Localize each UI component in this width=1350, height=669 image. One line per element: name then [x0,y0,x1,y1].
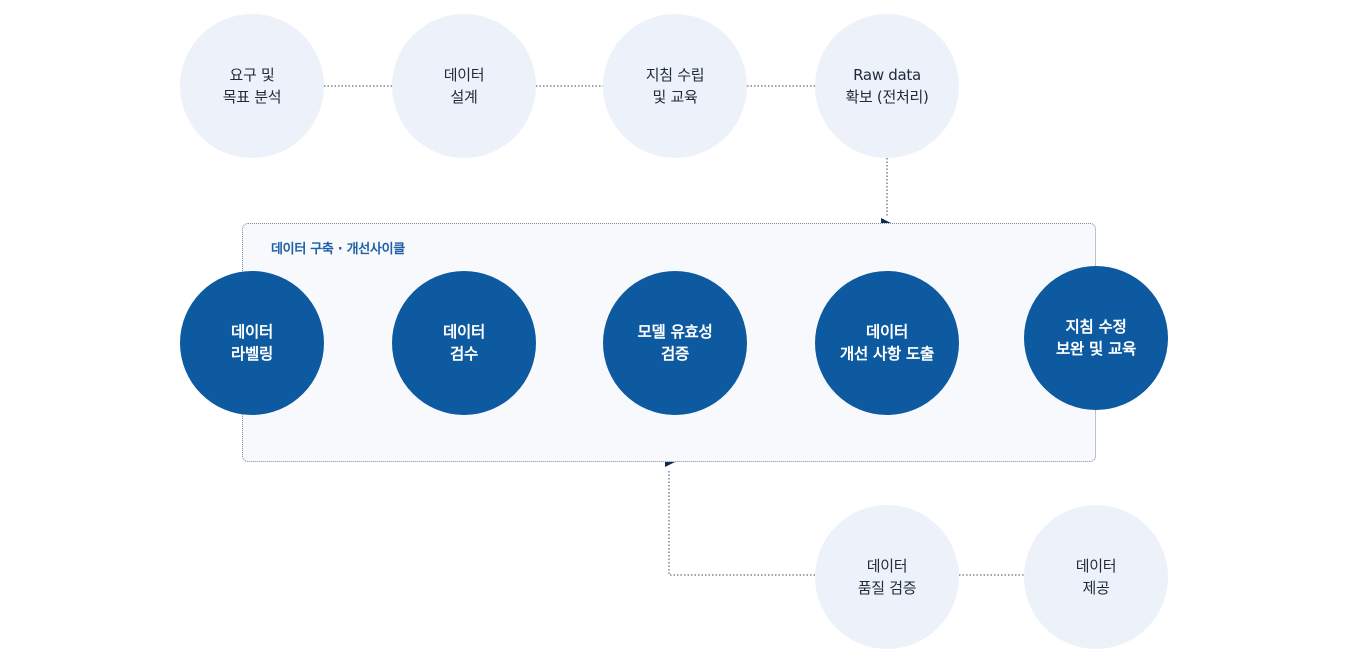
node-label-line1: 데이터 [1075,557,1117,575]
node-label-line2: 보완 및 교육 [1056,340,1136,358]
node-data-design: 데이터 설계 [392,14,536,158]
node-data-inspection: 데이터 검수 [392,271,536,415]
node-label-line2: 라벨링 [231,345,273,363]
node-label-line1: 모델 유효성 [637,323,713,341]
node-guideline-revision: 지침 수정 보완 및 교육 [1024,266,1168,410]
node-data-delivery: 데이터 제공 [1024,505,1168,649]
node-label-line1: Raw data [853,66,921,84]
node-requirements-analysis: 요구 및 목표 분석 [180,14,324,158]
node-label-line2: 개선 사항 도출 [840,345,934,363]
node-label-line1: 데이터 [231,323,273,341]
node-label-line2: 설계 [450,88,478,106]
node-label-line2: 검증 [661,345,689,363]
node-label-line1: 데이터 [866,323,908,341]
node-guideline-setup: 지침 수립 및 교육 [603,14,747,158]
node-model-validation: 모델 유효성 검증 [603,271,747,415]
node-label-line2: 목표 분석 [222,88,282,106]
node-label-line1: 데이터 [443,66,485,84]
node-label-line2: 및 교육 [652,88,698,106]
node-raw-data: Raw data 확보 (전처리) [815,14,959,158]
node-improvement-derivation: 데이터 개선 사항 도출 [815,271,959,415]
node-label-line1: 지침 수정 [1065,318,1127,336]
node-label-line2: 확보 (전처리) [845,88,929,106]
node-label-line2: 품질 검증 [857,579,917,597]
node-quality-verification: 데이터 품질 검증 [815,505,959,649]
node-label-line2: 제공 [1082,579,1110,597]
node-data-labeling: 데이터 라벨링 [180,271,324,415]
node-label-line2: 검수 [450,345,478,363]
node-label-line1: 데이터 [866,557,908,575]
node-label-line1: 지침 수립 [645,66,705,84]
connector-quality-to-cycle [668,470,815,576]
node-label-line1: 요구 및 [229,66,275,84]
cycle-title: 데이터 구축 · 개선사이클 [271,242,405,257]
node-label-line1: 데이터 [443,323,485,341]
